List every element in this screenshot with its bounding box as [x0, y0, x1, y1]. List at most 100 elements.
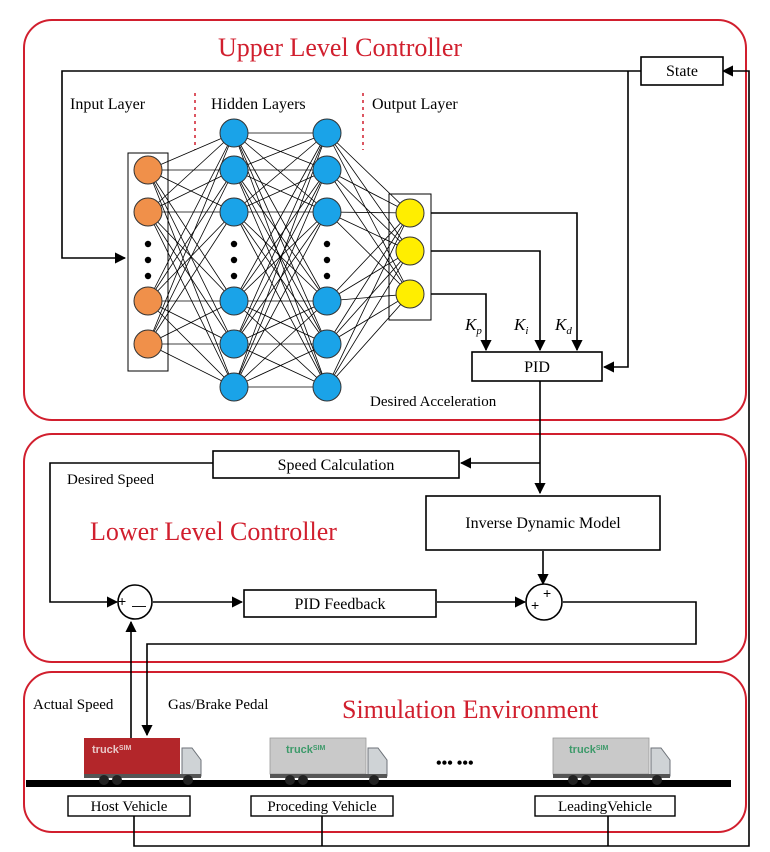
hidden1-neuron: [219, 372, 249, 402]
network-connection: [233, 300, 328, 345]
hidden1-neuron: [219, 155, 249, 185]
kp-line: [431, 293, 492, 352]
network-connection: [326, 250, 411, 302]
pid-feedback-label: PID Feedback: [294, 596, 385, 613]
network-connection: [326, 293, 411, 388]
network-connection: [233, 211, 328, 388]
inverse-dynamic-model-block: [425, 495, 661, 551]
preceding-truck-logo: truckSIM: [286, 744, 326, 756]
lower-controller-title: Lower Level Controller: [90, 517, 337, 546]
ellipsis-dot: [323, 256, 331, 264]
pid-block-label: PID: [524, 359, 550, 376]
sum2-plus-left: +: [531, 597, 539, 613]
network-connection: [147, 169, 235, 302]
speed-calculation-label: Speed Calculation: [278, 457, 395, 474]
input-neuron: [133, 286, 163, 316]
network-connection: [326, 212, 411, 345]
road: [26, 780, 731, 787]
simulation-title: Simulation Environment: [342, 695, 599, 724]
actual-speed-label: Actual Speed: [33, 697, 114, 713]
output-neuron: [395, 279, 425, 309]
state-to-input-line: [61, 70, 641, 264]
leading-vehicle-box: [534, 795, 676, 817]
host-vehicle-truck: truckSIM: [84, 738, 202, 785]
preceding-vehicle-label: Proceding Vehicle: [267, 799, 377, 815]
network-connection: [233, 300, 328, 388]
speed-calculation-block: [212, 450, 460, 479]
ellipsis-dot: [230, 256, 238, 264]
network-connection: [326, 169, 411, 214]
network-connection: [147, 169, 235, 213]
input-neuron: [133, 155, 163, 185]
kp-label: Kp: [464, 315, 482, 337]
gas-brake-pedal-label: Gas/Brake Pedal: [168, 697, 268, 713]
ki-line: [431, 250, 546, 352]
leading-vehicle-truck: truckSIM: [552, 737, 671, 785]
hidden2-neuron: [312, 286, 342, 316]
hidden2-neuron: [312, 155, 342, 185]
network-connection: [326, 250, 411, 345]
ellipsis-dot: [144, 272, 152, 280]
hidden1-neuron: [219, 329, 249, 359]
pid-block: [471, 351, 603, 382]
ellipsis-dot: [323, 240, 331, 248]
network-connection: [326, 132, 411, 214]
host-truck-logo: truckSIM: [92, 744, 132, 756]
hidden1-neuron: [219, 286, 249, 316]
network-connection: [233, 169, 328, 388]
network-connection: [233, 132, 328, 213]
desired-speed-label: Desired Speed: [67, 472, 155, 488]
desired-speed-line: [49, 462, 213, 608]
network-connection: [233, 343, 328, 388]
network-connection: [233, 132, 328, 345]
hidden2-neuron: [312, 372, 342, 402]
network-connection: [147, 169, 235, 345]
sum1-minus-sign: —: [132, 597, 146, 613]
network-connection: [326, 250, 411, 388]
network-connection: [147, 211, 235, 388]
network-connection: [233, 132, 328, 388]
network-connection: [233, 169, 328, 345]
preceding-vehicle-box: [250, 795, 394, 817]
upper-controller-panel: [23, 19, 747, 421]
pid-feedback-block: [243, 589, 437, 618]
network-connection: [233, 169, 328, 302]
summing-junction-1: [117, 584, 153, 620]
kd-label: Kd: [554, 315, 572, 337]
signal-lines: [49, 65, 750, 847]
network-connection: [233, 169, 328, 213]
ellipsis-dot: [230, 272, 238, 280]
ki-label: Ki: [513, 315, 528, 337]
host-vehicle-label: Host Vehicle: [91, 799, 168, 815]
input-neuron: [133, 197, 163, 227]
inverse-dynamic-model-label: Inverse Dynamic Model: [465, 515, 621, 532]
leading-truck-logo: truckSIM: [569, 744, 609, 756]
upper-controller-title: Upper Level Controller: [218, 33, 462, 62]
state-block-label: State: [666, 63, 698, 80]
input-neuron: [133, 329, 163, 359]
network-connection: [147, 211, 235, 345]
output-layer-label: Output Layer: [372, 96, 458, 113]
network-connection: [147, 300, 235, 345]
hidden2-neuron: [312, 118, 342, 148]
output-neuron: [395, 198, 425, 228]
sum1-plus-sign: +: [118, 593, 126, 609]
ellipsis-dot: [323, 272, 331, 280]
network-connection: [326, 211, 411, 295]
network-connection: [147, 132, 235, 171]
network-nodes: [133, 118, 425, 402]
network-connection: [326, 169, 411, 252]
sum2-to-pedal-line: [141, 601, 697, 737]
ellipsis-dot: [230, 240, 238, 248]
state-to-pid-line: [602, 71, 629, 373]
preceding-vehicle-truck: truckSIM: [269, 737, 388, 785]
network-connections: [147, 132, 411, 388]
output-neuron: [395, 236, 425, 266]
hidden1-neuron: [219, 197, 249, 227]
hidden1-neuron: [219, 118, 249, 148]
summing-junction-2: [525, 583, 563, 621]
host-vehicle-box: [67, 795, 191, 817]
network-connection: [147, 132, 235, 213]
